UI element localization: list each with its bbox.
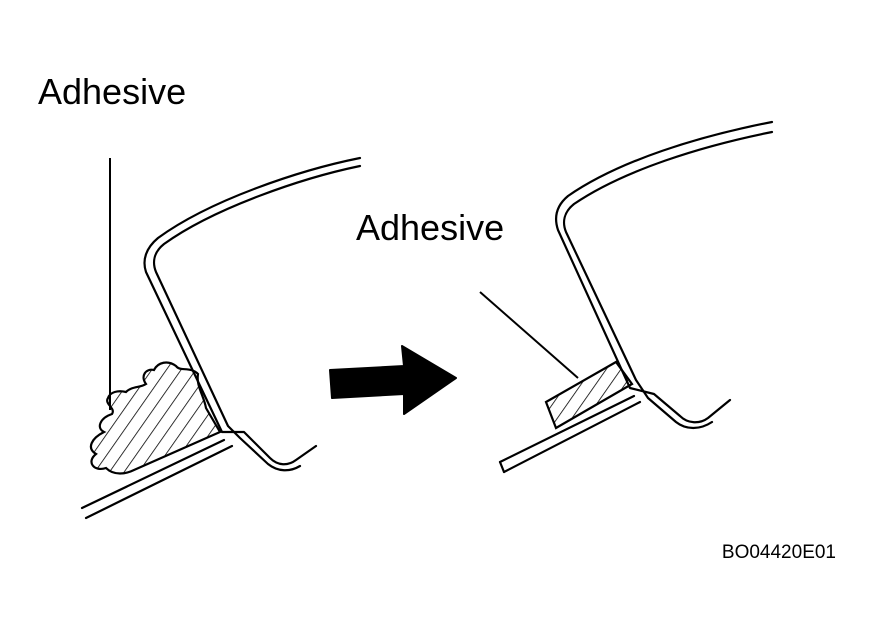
before-view: Adhesive: [38, 71, 362, 520]
floor-panel-upper-left: [80, 438, 226, 510]
floor-panel-upper-right: [498, 394, 636, 464]
adhesive-bead-trimmed: [544, 360, 634, 430]
panel-outer-right: [555, 120, 774, 424]
after-view: Adhesive: [356, 120, 774, 474]
adhesive-bead-excess: [89, 361, 222, 475]
figure-code: BO04420E01: [722, 542, 836, 563]
floor-end-cap-right: [498, 460, 506, 474]
panel-inner-left: [153, 164, 362, 472]
panel-inner-right: [563, 130, 774, 430]
floor-panel-lower-right: [502, 400, 642, 474]
right-arrow-icon: [329, 345, 457, 415]
floor-panel-lower-left: [84, 444, 234, 520]
adhesive-label-after: Adhesive: [356, 207, 504, 248]
leader-line-after: [479, 291, 579, 379]
panel-outer-left: [143, 156, 362, 466]
adhesive-label-before: Adhesive: [38, 71, 186, 112]
